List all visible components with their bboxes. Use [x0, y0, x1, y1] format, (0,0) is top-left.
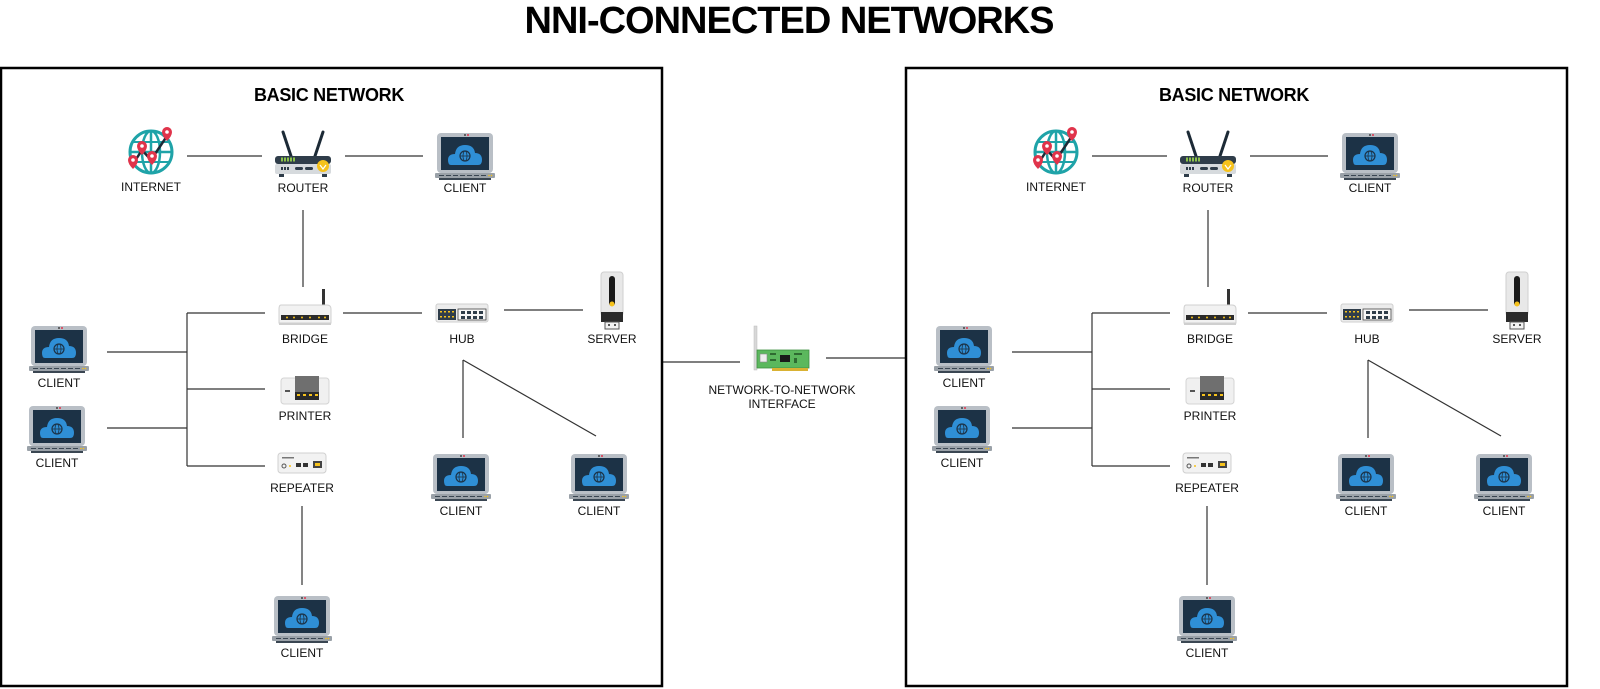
- node-client-bottom[interactable]: CLIENT: [271, 595, 333, 660]
- bridge-icon: [1183, 288, 1237, 326]
- internet-label: INTERNET: [1026, 180, 1087, 194]
- node-client-left-2[interactable]: CLIENT: [931, 405, 993, 470]
- node-router[interactable]: ROUTER: [1178, 130, 1238, 195]
- printer-label: PRINTER: [1184, 409, 1237, 423]
- node-server[interactable]: SERVER: [587, 271, 637, 346]
- node-internet[interactable]: INTERNET: [1026, 125, 1087, 194]
- client-label: CLIENT: [36, 456, 79, 470]
- network-frame: [0, 66, 664, 688]
- client-label: CLIENT: [943, 376, 986, 390]
- laptop-icon: [931, 405, 993, 454]
- server-icon: [600, 271, 624, 330]
- node-printer[interactable]: PRINTER: [1184, 375, 1237, 423]
- nni-interface: NETWORK-TO-NETWORK INTERFACE: [663, 325, 905, 411]
- laptop-icon: [1473, 453, 1535, 502]
- client-label: CLIENT: [1345, 504, 1388, 518]
- nni-label-line2: INTERFACE: [748, 397, 815, 411]
- client-label: CLIENT: [578, 504, 621, 518]
- node-client-bottom[interactable]: CLIENT: [1176, 595, 1238, 660]
- node-hub[interactable]: HUB: [435, 303, 489, 346]
- repeater-label: REPEATER: [270, 481, 334, 495]
- nni-label-line1: NETWORK-TO-NETWORK: [708, 383, 855, 397]
- network-right: BASIC NETWORK INTERNET ROUTER CLIENT BRIDGE H…: [904, 66, 1569, 688]
- laptop-icon: [1335, 453, 1397, 502]
- laptop-icon: [28, 325, 90, 374]
- node-printer[interactable]: PRINTER: [279, 375, 332, 423]
- node-hub[interactable]: HUB: [1340, 303, 1394, 346]
- repeater-icon: [1182, 452, 1232, 474]
- server-label: SERVER: [587, 332, 636, 346]
- node-repeater[interactable]: REPEATER: [1175, 452, 1239, 495]
- repeater-icon: [277, 452, 327, 474]
- printer-icon: [1185, 375, 1235, 405]
- globe-pins-icon: [126, 125, 174, 175]
- network-title: BASIC NETWORK: [254, 85, 404, 105]
- client-label: CLIENT: [941, 456, 984, 470]
- node-server[interactable]: SERVER: [1492, 271, 1542, 346]
- diagram-title: NNI-CONNECTED NETWORKS: [525, 0, 1054, 42]
- client-label: CLIENT: [1349, 181, 1392, 195]
- hub-label: HUB: [449, 332, 474, 346]
- client-label: CLIENT: [281, 646, 324, 660]
- node-client-left-1[interactable]: CLIENT: [933, 325, 995, 390]
- globe-pins-icon: [1031, 125, 1079, 175]
- router-icon: [273, 130, 333, 179]
- server-label: SERVER: [1492, 332, 1541, 346]
- internet-label: INTERNET: [121, 180, 182, 194]
- node-repeater[interactable]: REPEATER: [270, 452, 334, 495]
- router-label: ROUTER: [1183, 181, 1234, 195]
- bridge-label: BRIDGE: [282, 332, 328, 346]
- laptop-icon: [1339, 132, 1401, 181]
- hub-icon: [1340, 303, 1394, 323]
- bridge-label: BRIDGE: [1187, 332, 1233, 346]
- network-card-icon: [753, 325, 810, 372]
- laptop-icon: [933, 325, 995, 374]
- node-bridge[interactable]: BRIDGE: [1183, 288, 1237, 346]
- node-client-left-1[interactable]: CLIENT: [28, 325, 90, 390]
- node-client-hub-2[interactable]: CLIENT: [1473, 453, 1535, 518]
- laptop-icon: [430, 453, 492, 502]
- client-label: CLIENT: [1186, 646, 1229, 660]
- printer-label: PRINTER: [279, 409, 332, 423]
- laptop-icon: [1176, 595, 1238, 644]
- laptop-icon: [434, 132, 496, 181]
- network-frame: [904, 66, 1569, 688]
- node-router[interactable]: ROUTER: [273, 130, 333, 195]
- hub-label: HUB: [1354, 332, 1379, 346]
- network-left: BASIC NETWORK INTERNET ROUTER CLIENT BRIDGE H…: [0, 66, 664, 688]
- node-client-top[interactable]: CLIENT: [1339, 132, 1401, 195]
- node-client-hub-2[interactable]: CLIENT: [568, 453, 630, 518]
- server-icon: [1505, 271, 1529, 330]
- link-hub-diagonal: [1367, 359, 1502, 437]
- node-client-hub-1[interactable]: CLIENT: [430, 453, 492, 518]
- node-client-top[interactable]: CLIENT: [434, 132, 496, 195]
- node-client-left-2[interactable]: CLIENT: [26, 405, 88, 470]
- laptop-icon: [271, 595, 333, 644]
- printer-icon: [280, 375, 330, 405]
- router-icon: [1178, 130, 1238, 179]
- client-label: CLIENT: [1483, 504, 1526, 518]
- hub-icon: [435, 303, 489, 323]
- client-label: CLIENT: [444, 181, 487, 195]
- node-internet[interactable]: INTERNET: [121, 125, 182, 194]
- node-bridge[interactable]: BRIDGE: [278, 288, 332, 346]
- laptop-icon: [568, 453, 630, 502]
- repeater-label: REPEATER: [1175, 481, 1239, 495]
- laptop-icon: [26, 405, 88, 454]
- link-hub-diagonal: [462, 359, 597, 437]
- bridge-icon: [278, 288, 332, 326]
- client-label: CLIENT: [440, 504, 483, 518]
- client-label: CLIENT: [38, 376, 81, 390]
- router-label: ROUTER: [278, 181, 329, 195]
- network-title: BASIC NETWORK: [1159, 85, 1309, 105]
- node-client-hub-1[interactable]: CLIENT: [1335, 453, 1397, 518]
